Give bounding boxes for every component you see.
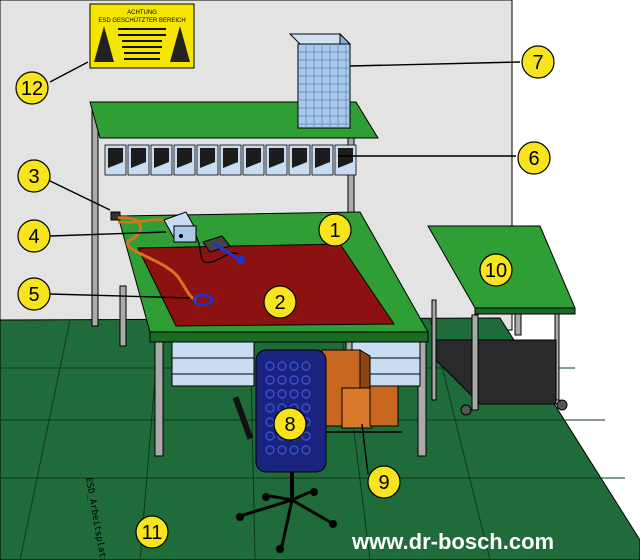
callout-10: 10: [479, 253, 513, 287]
callout-5: 5: [17, 277, 51, 311]
drawer-left: [171, 341, 255, 387]
esd-symbol-right: [170, 26, 190, 62]
callout-3-label: 3: [28, 166, 39, 188]
callout-3: 3: [17, 159, 51, 193]
callout-2-label: 2: [274, 292, 285, 314]
component-tower: [288, 32, 352, 130]
callout-7-label: 7: [532, 52, 543, 74]
callout-6: 6: [517, 141, 551, 175]
soldering-iron-holder: [202, 235, 245, 264]
soldering-station: [163, 211, 197, 243]
callout-9: 9: [367, 465, 401, 499]
callout-6-label: 6: [528, 148, 539, 170]
callout-8: 8: [273, 407, 307, 441]
website-url: www.dr-bosch.com: [351, 529, 554, 554]
callout-4: 4: [17, 219, 51, 253]
callout-11-label: 11: [142, 522, 163, 544]
callout-10-label: 10: [485, 260, 507, 282]
wrist-strap: [192, 293, 214, 307]
callout-4-label: 4: [28, 226, 39, 248]
side-trolley: [427, 225, 576, 416]
callout-7: 7: [521, 45, 555, 79]
callout-8-label: 8: [284, 414, 295, 436]
sign-heading: ACHTUNG: [127, 10, 157, 16]
leader-lines: [47, 61, 521, 475]
esd-warning-sign: ACHTUNG ESD GESCHÜTZTER BEREICH: [89, 3, 195, 69]
callout-1: 1: [318, 213, 352, 247]
callout-1-label: 1: [329, 220, 340, 242]
esd-boxes: [312, 349, 402, 433]
sign-subheading: ESD GESCHÜTZTER BEREICH: [98, 17, 185, 24]
callout-11: 11: [135, 515, 169, 549]
storage-bins: [104, 144, 357, 176]
esd-symbol-left: [94, 26, 114, 62]
callout-9-label: 9: [378, 472, 389, 494]
wrist-strap-cord: [117, 216, 197, 302]
callout-12: 12: [15, 71, 49, 105]
callout-5-label: 5: [28, 284, 39, 306]
callout-2: 2: [263, 285, 297, 319]
earth-connector: [110, 211, 121, 221]
callout-12-label: 12: [21, 78, 43, 100]
